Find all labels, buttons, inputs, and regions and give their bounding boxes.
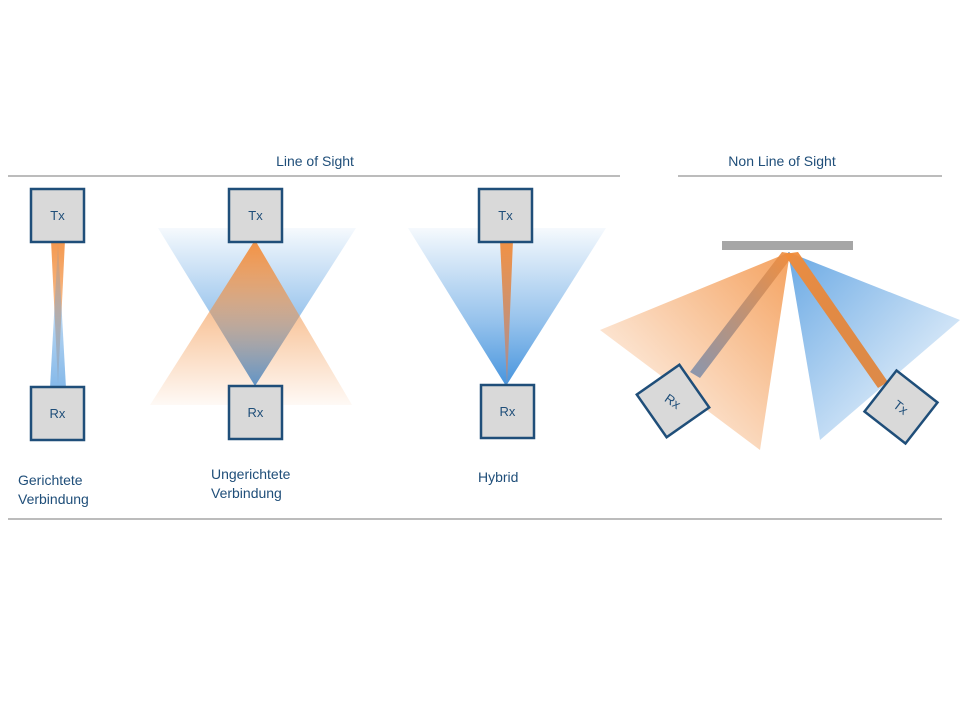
nlos-rx-box: [635, 363, 711, 439]
undirected-caption-line2: Verbindung: [211, 485, 282, 501]
directed-caption-line2: Verbindung: [18, 491, 89, 507]
directed-rx-beam: [50, 243, 66, 388]
hybrid-rx-box: [479, 383, 536, 440]
directed-caption-line1: Gerichtete: [18, 472, 83, 488]
hybrid-caption: Hybrid: [478, 469, 518, 485]
undirected-rx-box: [227, 384, 284, 441]
directed-tx-box: [29, 187, 86, 244]
hybrid-rx-label: Rx: [500, 404, 516, 419]
undirected-rx-label: Rx: [248, 405, 264, 420]
directed-rx-box: [29, 385, 86, 442]
nlos-reflector: [722, 241, 853, 250]
nlos-tx-beam: [784, 252, 888, 388]
nlos-tx-box: [862, 368, 940, 446]
hybrid-link-diagram: Tx Rx: [408, 187, 606, 440]
directed-link-diagram: Tx Rx: [29, 187, 86, 442]
nlos-diagram: Rx Tx: [600, 241, 960, 450]
undirected-tx-fan: [150, 240, 352, 405]
directed-rx-label: Rx: [50, 406, 66, 421]
hybrid-tx-beam: [500, 240, 513, 385]
undirected-tx-label: Tx: [248, 208, 263, 223]
undirected-caption-line1: Ungerichtete: [211, 466, 291, 482]
nlos-blue-fan: [788, 252, 960, 440]
directed-tx-label: Tx: [50, 208, 65, 223]
los-header: Line of Sight: [276, 153, 354, 169]
undirected-tx-box: [227, 187, 284, 244]
hybrid-tx-label: Tx: [498, 208, 513, 223]
nlos-header: Non Line of Sight: [728, 153, 836, 169]
hybrid-tx-box: [477, 187, 534, 244]
undirected-link-diagram: Tx Rx: [150, 187, 356, 441]
nlos-orange-fan: [600, 252, 790, 450]
nlos-rx-beam: [690, 252, 794, 378]
